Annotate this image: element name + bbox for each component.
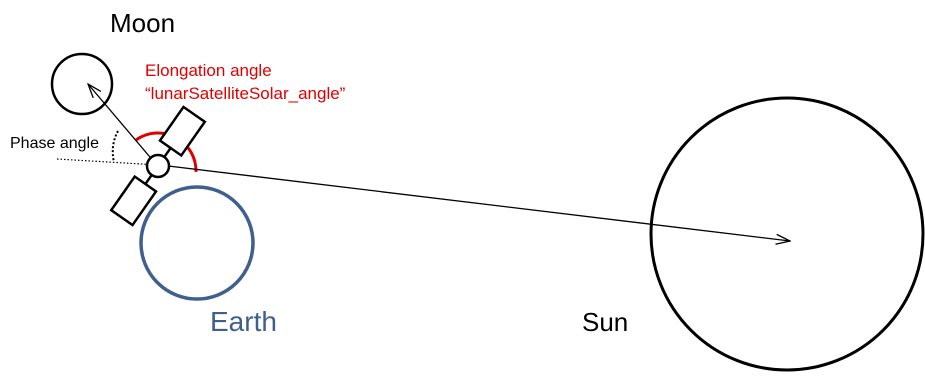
phase-angle-reference-line xyxy=(56,158,159,166)
elongation-label-line2: “lunarSatelliteSolar_angle” xyxy=(145,84,346,103)
sun-circle xyxy=(649,96,925,372)
solar-panel-lower xyxy=(109,174,158,227)
satellite-to-moon-vector xyxy=(88,84,156,164)
moon-label: Moon xyxy=(110,8,175,38)
satellite xyxy=(109,105,207,227)
moon-circle xyxy=(50,52,114,116)
satellite-body xyxy=(145,153,171,179)
sun-label: Sun xyxy=(582,307,628,337)
satellite-to-sun-vector xyxy=(159,164,790,241)
solar-panel-upper xyxy=(158,105,207,158)
earth-label: Earth xyxy=(210,306,277,337)
phase-angle-label: Phase angle xyxy=(10,135,99,152)
elongation-label-line1: Elongation angle xyxy=(145,61,272,80)
phase-angle-arc xyxy=(111,130,119,163)
earth-circle xyxy=(139,185,255,301)
